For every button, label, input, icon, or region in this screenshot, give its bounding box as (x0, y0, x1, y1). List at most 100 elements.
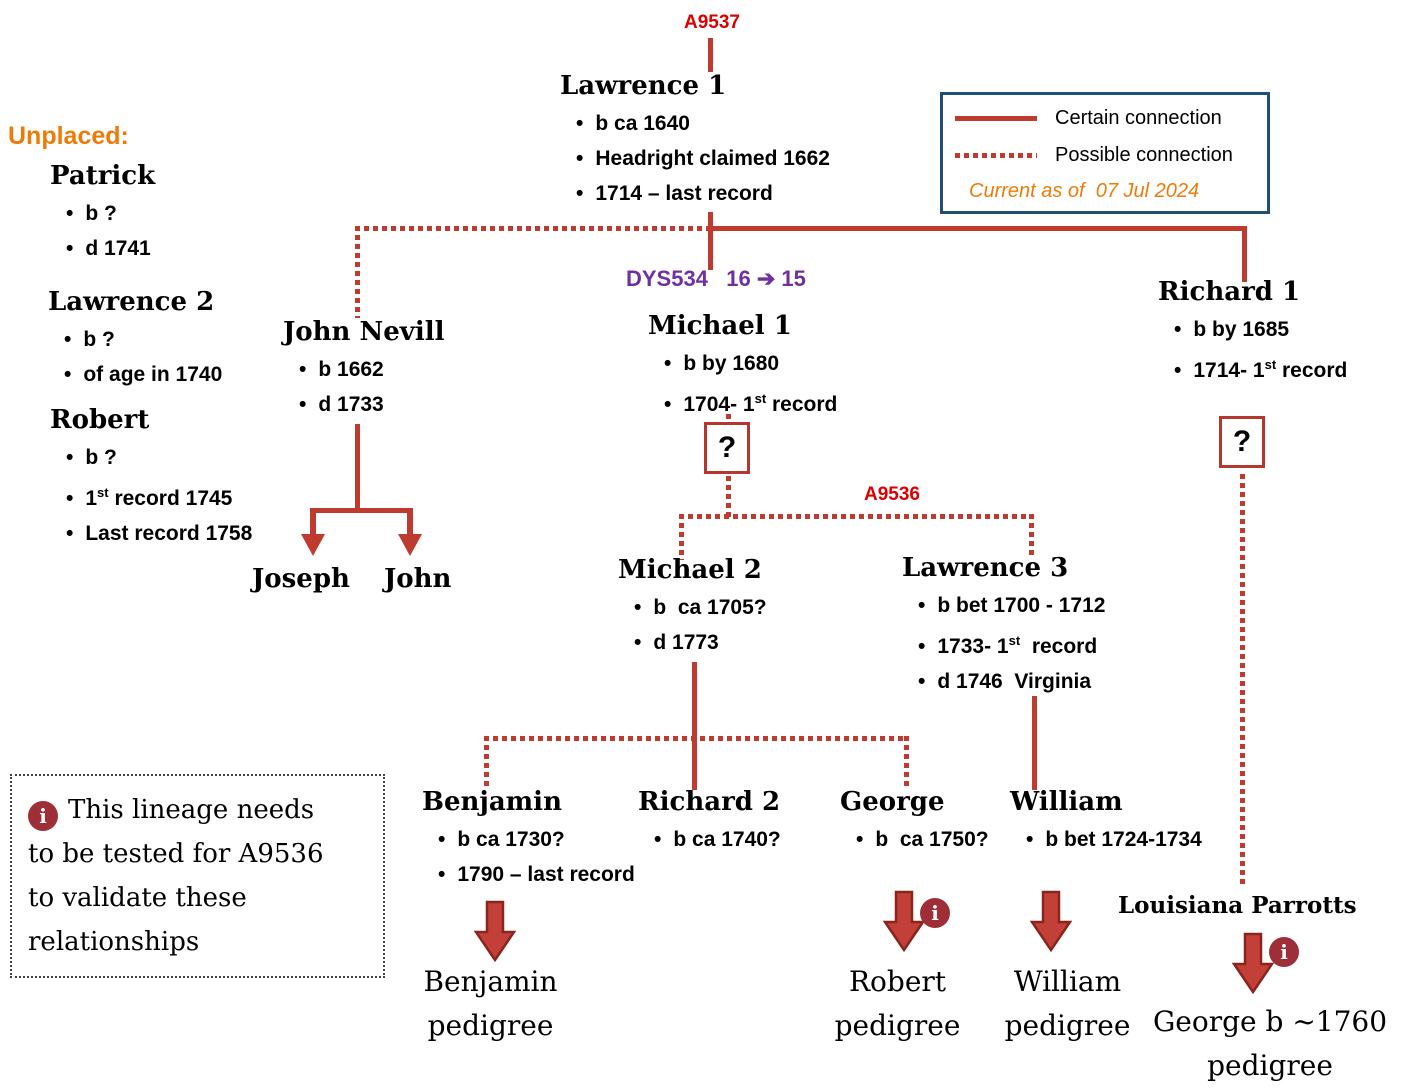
info-icon: i (1269, 937, 1299, 967)
note-line: to validate these (28, 883, 247, 913)
down-arrow-robert-pedigree (883, 890, 925, 952)
detail-text: b by 1680 (683, 352, 780, 375)
detail-text: 1714- 1 (1193, 359, 1265, 382)
person-detail: b ? (64, 322, 222, 357)
connector-possible-lawrence1-to-johnnevill (355, 226, 710, 231)
detail-text: b ? (85, 446, 117, 469)
person-detail: b ? (66, 196, 155, 231)
connector-down-to-lawrence3 (1029, 514, 1034, 558)
detail-text: record (1276, 359, 1348, 382)
person-detail: d 1773 (634, 625, 767, 660)
person-name: Robert (50, 405, 150, 435)
detail-text: b ca 1750? (875, 828, 989, 851)
person-detail: b ca 1730? (438, 822, 635, 857)
person-detail: d 1733 (299, 387, 445, 422)
person-name: Benjamin (422, 787, 562, 817)
certain-connection-line-sample (955, 116, 1037, 121)
connector-down-to-george (904, 736, 909, 790)
person-detail: 1714- 1st record (1174, 347, 1347, 388)
connector-down-to-benjamin (484, 736, 489, 790)
possible-connection-line-sample (955, 152, 1037, 158)
detail-text: d 1741 (85, 237, 151, 260)
person-detail: d 1741 (66, 231, 155, 266)
person-name: Richard 1 (1158, 277, 1301, 307)
pedigree-line: pedigree (1207, 1049, 1333, 1082)
node-george: George b ca 1750? (840, 786, 989, 857)
question-mark: ? (1232, 425, 1252, 458)
note-line: i This lineage needs (28, 788, 367, 832)
legend-box: Certain connection Possible connection C… (940, 92, 1270, 214)
node-lawrence-3: Lawrence 3 b bet 1700 - 1712 1733- 1st r… (902, 552, 1105, 699)
person-detail: b by 1680 (664, 346, 837, 381)
person-name: Michael 2 (618, 555, 762, 585)
person-name: Lawrence 2 (48, 287, 215, 317)
detail-text: 1733- 1 (937, 635, 1009, 658)
connector-johnnevill-down (355, 424, 360, 510)
node-lawrence-1: Lawrence 1 b ca 1640 Headright claimed 1… (560, 70, 830, 211)
node-richard-2: Richard 2 b ca 1740? (638, 786, 781, 857)
child-label-john: John (384, 564, 452, 594)
node-william: William b bet 1724-1734 (1010, 786, 1202, 857)
person-detail: b ca 1750? (856, 822, 989, 857)
detail-text: b ca 1705? (653, 596, 767, 619)
detail-text: of age in 1740 (83, 363, 223, 386)
info-icon: i (920, 898, 950, 928)
person-detail: b 1662 (299, 352, 445, 387)
note-line: relationships (28, 927, 200, 957)
ordinal-suffix: st (1008, 633, 1021, 648)
connector-michael2-to-richard2 (692, 662, 697, 790)
pedigree-line: Robert (848, 965, 947, 998)
detail-text: d 1746 Virginia (937, 670, 1092, 693)
person-name: William (1010, 787, 1123, 817)
person-name: George (840, 787, 945, 817)
connector-down-to-richard1 (1242, 226, 1247, 282)
node-michael-2: Michael 2 b ca 1705? d 1773 (618, 554, 767, 660)
person-detail: b by 1685 (1174, 312, 1347, 347)
connector-lawrence1-down (708, 212, 713, 270)
william-pedigree-label: William pedigree (975, 960, 1160, 1048)
info-icon-glyph: i (931, 901, 939, 925)
detail-text: record 1745 (108, 487, 233, 510)
detail-text: Headright claimed 1662 (595, 147, 830, 170)
connector-richard1-to-louisiana (1240, 474, 1245, 888)
detail-text: record (1020, 635, 1098, 658)
haplogroup-label-a9537: A9537 (684, 12, 740, 33)
down-arrow-george-pedigree (1232, 932, 1274, 994)
person-name: Michael 1 (648, 311, 792, 341)
person-detail: Headright claimed 1662 (576, 141, 830, 176)
info-icon-glyph: i (39, 804, 47, 828)
ordinal-suffix: st (1264, 357, 1277, 372)
note-line: to be tested for A9536 (28, 839, 324, 869)
connector-possible-benjamin-george-bar (484, 736, 909, 741)
person-detail: 1714 – last record (576, 176, 830, 211)
person-detail: b ca 1740? (654, 822, 781, 857)
person-detail: b ca 1705? (634, 590, 767, 625)
down-arrow-william-pedigree (1030, 890, 1072, 952)
connector-a9537-to-lawrence1 (708, 38, 713, 72)
node-michael-1: Michael 1 b by 1680 1704- 1st record (648, 310, 837, 422)
person-name: Patrick (50, 161, 156, 191)
detail-text: b bet 1700 - 1712 (937, 594, 1106, 617)
detail-text: b ca 1740? (673, 828, 781, 851)
node-robert: Robert b ? 1st record 1745 Last record 1… (50, 404, 252, 551)
haplogroup-label-a9536: A9536 (864, 484, 920, 505)
detail-text: b ? (85, 202, 117, 225)
pedigree-line: pedigree (427, 1009, 554, 1042)
detail-text: record (766, 393, 838, 416)
person-name: Lawrence 3 (902, 553, 1069, 583)
detail-text: 1714 – last record (595, 182, 773, 205)
note-text: This lineage needs (68, 795, 315, 825)
connector-johnnevill-children-bar (310, 508, 412, 513)
detail-text: Last record 1758 (85, 522, 253, 545)
person-detail: 1st record 1745 (66, 475, 252, 516)
person-detail: d 1746 Virginia (918, 664, 1105, 699)
possible-connection-label: Possible connection (1055, 143, 1233, 166)
detail-text: d 1733 (318, 393, 384, 416)
connector-certain-lawrence1-to-richard1 (708, 226, 1247, 231)
down-arrowhead-john (398, 508, 422, 556)
george-pedigree-label: George b ~1760 pedigree (1140, 1000, 1400, 1088)
person-detail: b bet 1724-1734 (1026, 822, 1201, 857)
louisiana-parrotts-label: Louisiana Parrotts (1118, 892, 1357, 919)
person-detail: Last record 1758 (66, 516, 252, 551)
